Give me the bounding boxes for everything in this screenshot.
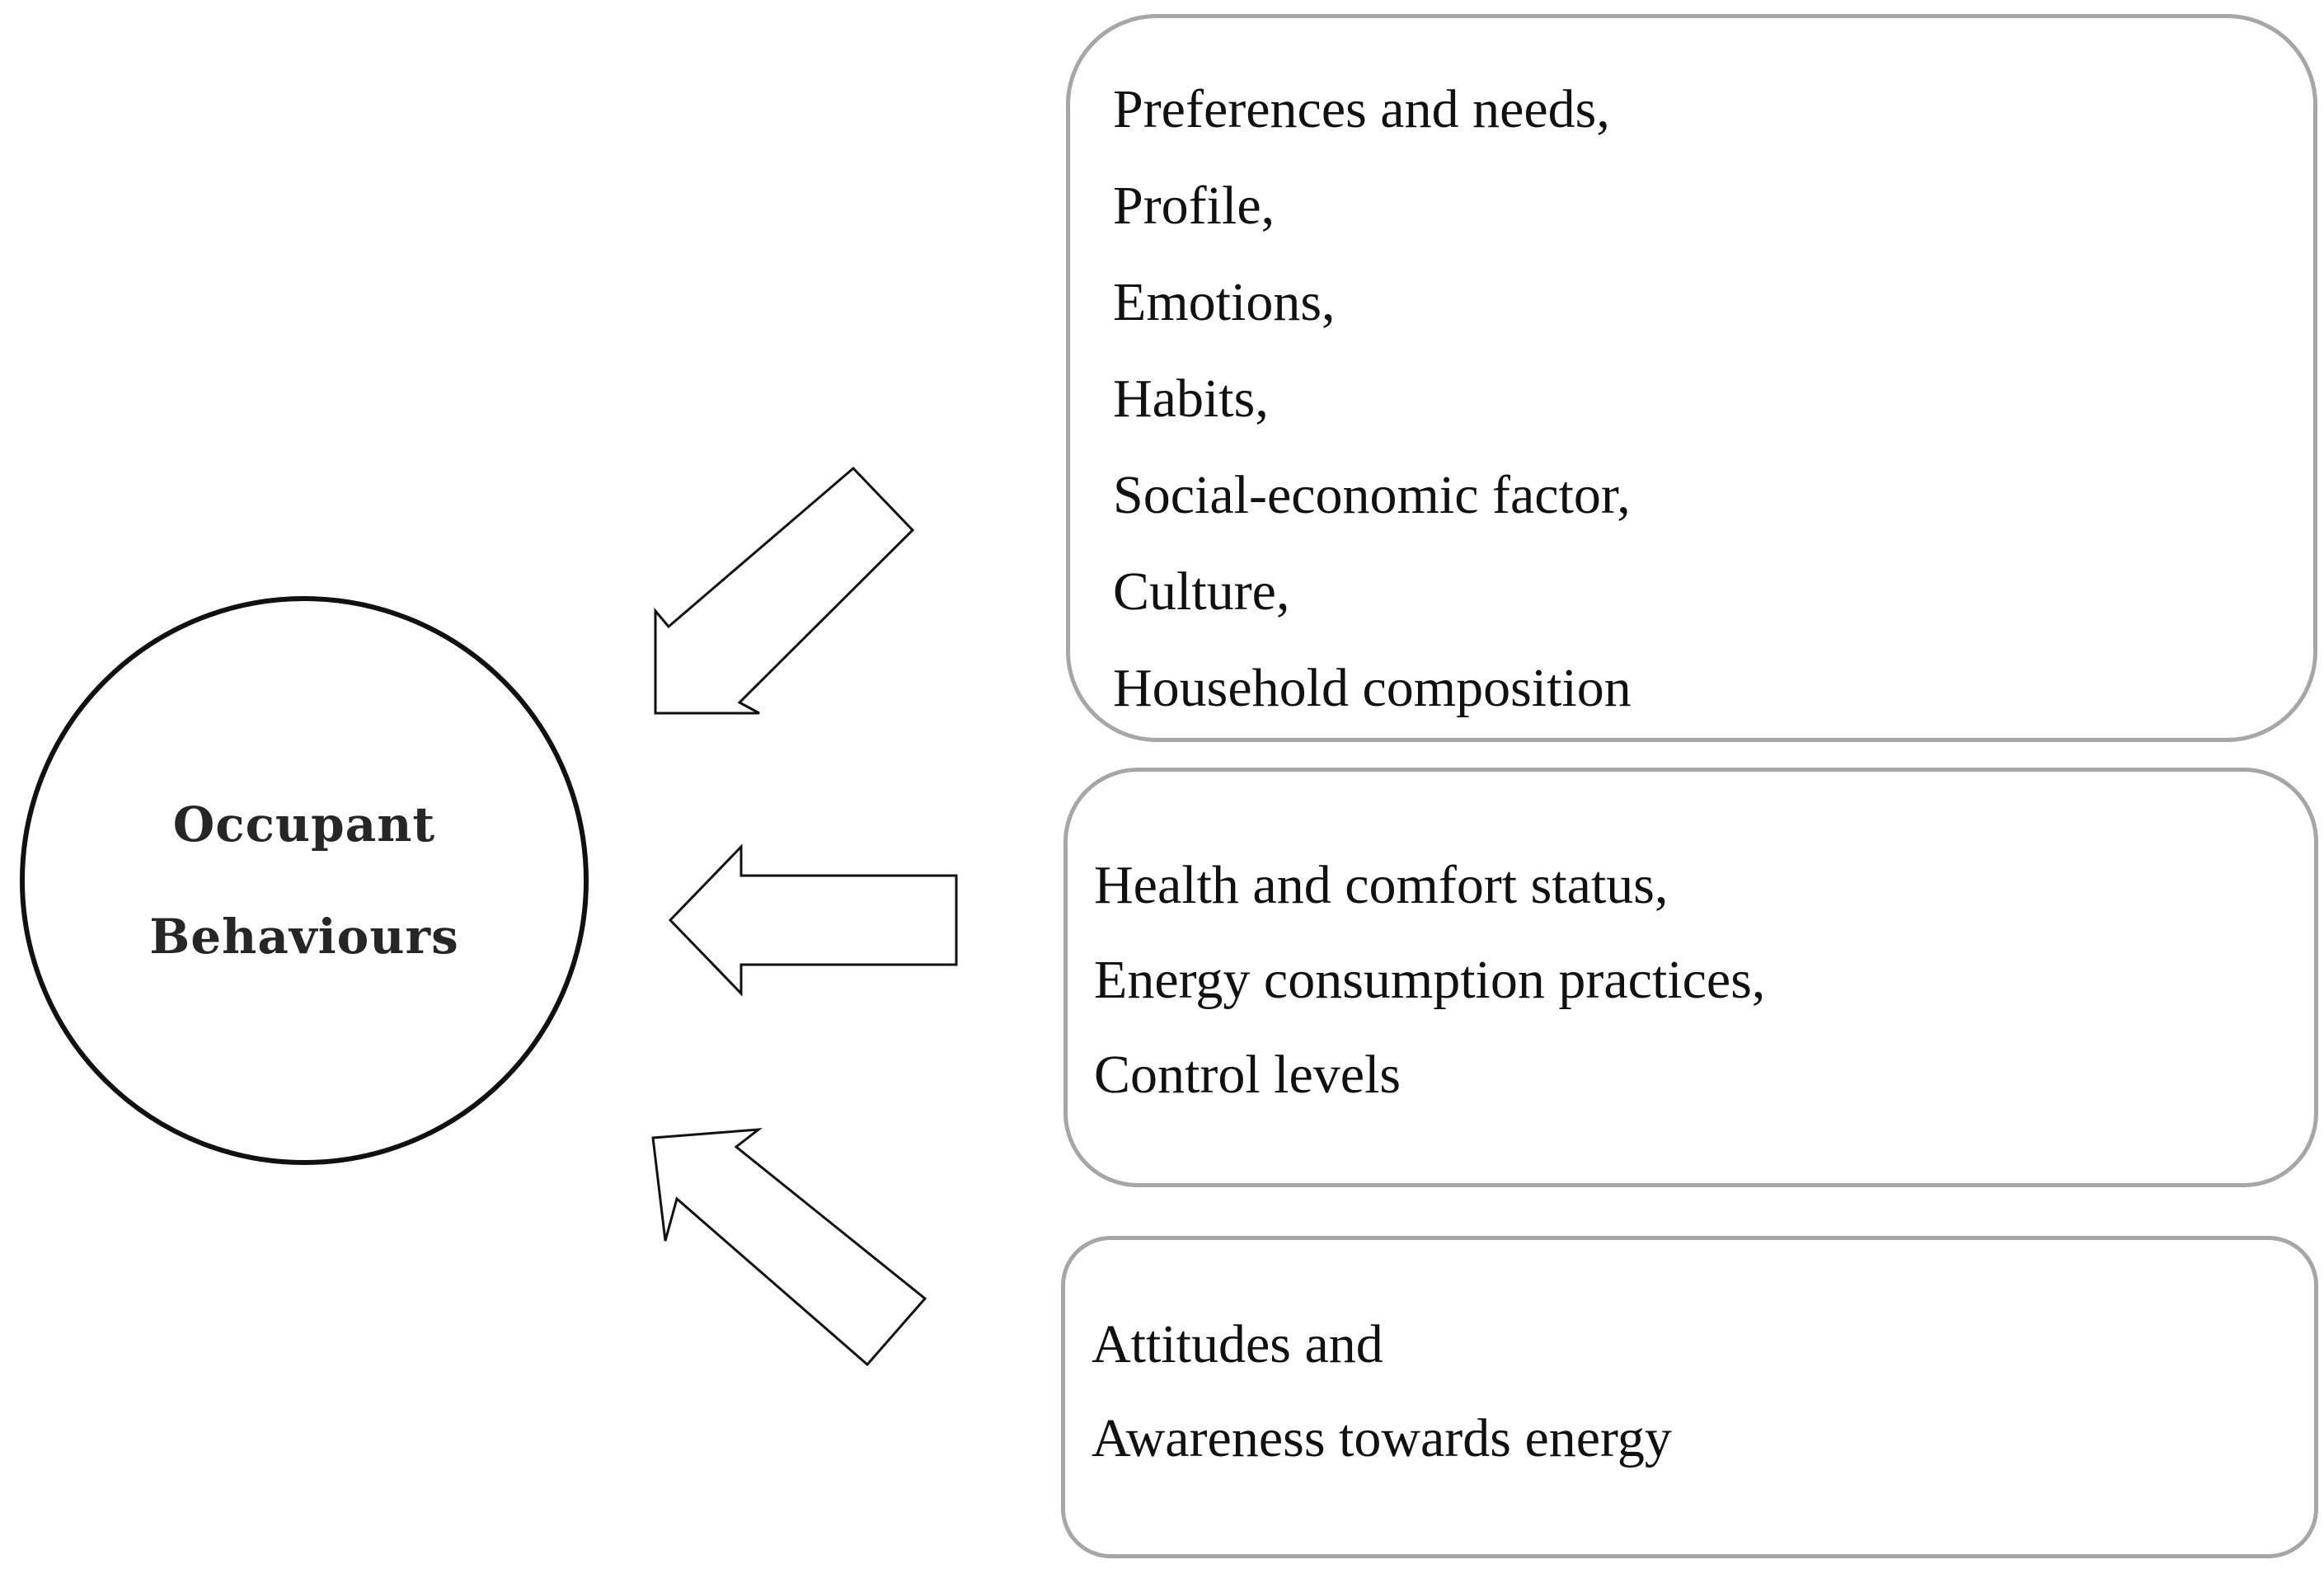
factor-item: Health and comfort status, xyxy=(1094,855,1669,915)
factor-list: Attitudes and Awareness towards energy xyxy=(1092,1298,1672,1486)
factor-list: Preferences and needs, Profile, Emotions… xyxy=(1113,61,1631,736)
occupant-behaviours-circle: Occupant Behaviours xyxy=(20,596,589,1165)
circle-label-line-2: Behaviours xyxy=(149,909,459,965)
factor-item: Household composition xyxy=(1113,658,1631,718)
factor-item: Habits, xyxy=(1113,369,1269,429)
factor-item: Control levels xyxy=(1094,1045,1401,1105)
factor-item: Culture, xyxy=(1113,561,1290,622)
factor-box-personal: Preferences and needs, Profile, Emotions… xyxy=(1066,14,2317,742)
factor-item: Energy consumption practices, xyxy=(1094,950,1766,1010)
factor-box-attitudes: Attitudes and Awareness towards energy xyxy=(1061,1236,2318,1558)
circle-label-line-1: Occupant xyxy=(172,796,436,853)
factor-list: Health and comfort status, Energy consum… xyxy=(1094,838,1765,1122)
factor-item: Profile, xyxy=(1113,176,1275,236)
factor-item: Awareness towards energy xyxy=(1092,1408,1672,1468)
factor-item: Attitudes and xyxy=(1092,1314,1383,1374)
arrow-top-to-center xyxy=(654,466,915,715)
factor-item: Social-economic factor, xyxy=(1113,465,1631,525)
arrow-bottom-to-center xyxy=(651,1128,927,1367)
factor-item: Emotions, xyxy=(1113,272,1336,332)
factor-box-practices: Health and comfort status, Energy consum… xyxy=(1063,768,2318,1187)
factor-item: Preferences and needs, xyxy=(1113,79,1610,139)
arrow-middle-to-center xyxy=(668,843,958,997)
